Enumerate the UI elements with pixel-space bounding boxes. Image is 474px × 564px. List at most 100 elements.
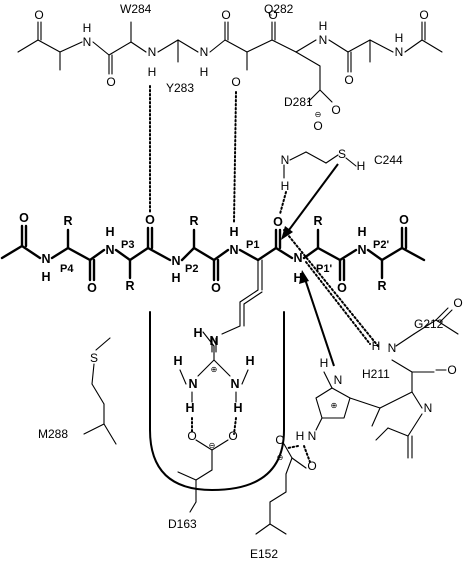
- atom-h: H: [357, 225, 366, 239]
- hbond-c244-p1-carbonyl: [279, 191, 287, 215]
- atom-o: O: [221, 8, 230, 22]
- substrate-atoms: O N H R O N H R O N H R O N H O N H R O …: [19, 211, 409, 295]
- atom-o: O: [313, 119, 322, 133]
- atom-o: O: [453, 296, 462, 310]
- atom-o: O: [231, 75, 240, 89]
- atom-n: N: [41, 252, 50, 266]
- atom-s: S: [338, 147, 346, 161]
- atom-n: N: [395, 45, 404, 59]
- label-g212: G212: [414, 317, 444, 331]
- atom-o: O: [87, 281, 97, 295]
- imidazolium-charge-plus: ⊕: [331, 401, 338, 410]
- atom-h: H: [293, 271, 302, 285]
- atom-n: N: [105, 243, 114, 257]
- label-e152: E152: [250, 547, 278, 561]
- atom-h: H: [193, 326, 202, 340]
- atom-o: O: [211, 281, 221, 295]
- atom-r: R: [125, 279, 134, 293]
- label-c244: C244: [374, 153, 403, 167]
- label-m288: M288: [38, 427, 68, 441]
- atom-o: O: [34, 8, 43, 22]
- subsite-p4: P4: [60, 263, 74, 275]
- atom-h: H: [395, 31, 404, 45]
- atom-o: O: [273, 215, 283, 229]
- hbond-g212-p1prime: [305, 261, 371, 345]
- m288-side-chain: S M288: [38, 337, 117, 445]
- atom-h: H: [319, 19, 328, 33]
- atom-h: H: [185, 401, 194, 415]
- subsite-p1: P1: [246, 239, 259, 251]
- atom-s: S: [90, 351, 98, 365]
- atom-o: O: [228, 429, 237, 443]
- arrowhead-his-to-nitrogen: [299, 270, 309, 284]
- atom-n: N: [148, 45, 157, 59]
- atom-n: N: [388, 341, 397, 355]
- atom-h: H: [233, 401, 242, 415]
- label-q282: Q282: [264, 2, 294, 16]
- e152-charge-minus: ⊖: [277, 453, 284, 462]
- atom-n: N: [171, 254, 180, 268]
- atom-n: N: [357, 243, 366, 257]
- atom-o: O: [275, 433, 284, 447]
- atom-h: H: [148, 65, 157, 79]
- atom-n: N: [308, 429, 317, 443]
- d163-side-chain: O O ⊖ D163: [168, 429, 238, 531]
- h211-g212-residues: O N H G212 O N H211 N H ⊕ N H: [296, 296, 463, 459]
- label-w284: W284: [120, 2, 152, 16]
- s1-pocket-outline: [149, 311, 285, 491]
- atom-o: O: [106, 75, 115, 89]
- atom-o: O: [307, 459, 316, 473]
- atom-n: N: [188, 377, 197, 391]
- atom-h: H: [372, 339, 381, 353]
- atom-h: H: [41, 270, 50, 284]
- subsite-p2: P2: [185, 263, 198, 275]
- hbond-e152-h211-b: [303, 445, 311, 463]
- atom-r: R: [313, 214, 322, 228]
- hydrogen-bonds: [149, 85, 379, 463]
- atom-r: R: [377, 279, 386, 293]
- atom-o: O: [419, 8, 428, 22]
- arrow-s-to-carbonyl: [285, 163, 339, 235]
- atom-n: N: [424, 401, 433, 415]
- atom-n: N: [229, 243, 238, 257]
- enzyme-residue-labels: W284 Q282 Y283 D281: [120, 2, 313, 109]
- atom-h: H: [83, 21, 92, 35]
- atom-o: O: [187, 429, 196, 443]
- subsite-p3: P3: [121, 239, 134, 251]
- atom-o: O: [447, 363, 456, 377]
- atom-n: N: [209, 334, 218, 348]
- hbond-q282-p1: [233, 91, 237, 223]
- atom-o: O: [268, 8, 277, 22]
- atom-o: O: [145, 213, 155, 227]
- atom-h: H: [357, 159, 366, 173]
- substrate-backbone: [0, 224, 426, 335]
- atom-o: O: [331, 103, 340, 117]
- carboxylate-charge-minus: ⊖: [315, 110, 322, 119]
- atom-h: H: [296, 429, 305, 443]
- atom-h: H: [105, 225, 114, 239]
- hbond-g212-carbonyl: [283, 229, 379, 347]
- guanidinium-group: H N ⊕ N N H H H H: [173, 326, 254, 415]
- atom-r: R: [189, 214, 198, 228]
- e152-side-chain: O O ⊖ E152: [250, 433, 317, 561]
- label-h211: H211: [362, 367, 390, 381]
- atom-n: N: [334, 373, 343, 387]
- arrowhead-s-to-carbonyl: [281, 226, 293, 240]
- d163-charge-minus: ⊖: [209, 441, 216, 450]
- atom-r: R: [63, 214, 72, 228]
- atom-n: N: [281, 153, 290, 167]
- label-d163: D163: [168, 517, 197, 531]
- enzyme-backbone-strand: [17, 21, 443, 103]
- subsite-p2prime: P2': [373, 239, 389, 251]
- enzyme-backbone-atoms: O N H O N H N H O O O N H O N H O O O ⊖: [34, 8, 428, 133]
- atom-h: H: [200, 65, 209, 79]
- atom-n: N: [293, 251, 302, 265]
- mechanism-arrows: [281, 163, 339, 367]
- atom-h: H: [320, 356, 329, 370]
- atom-h: H: [173, 354, 182, 368]
- guanidinium-charge-plus: ⊕: [211, 365, 218, 374]
- atom-o: O: [399, 213, 409, 227]
- label-y283: Y283: [166, 81, 194, 95]
- atom-n: N: [319, 33, 328, 47]
